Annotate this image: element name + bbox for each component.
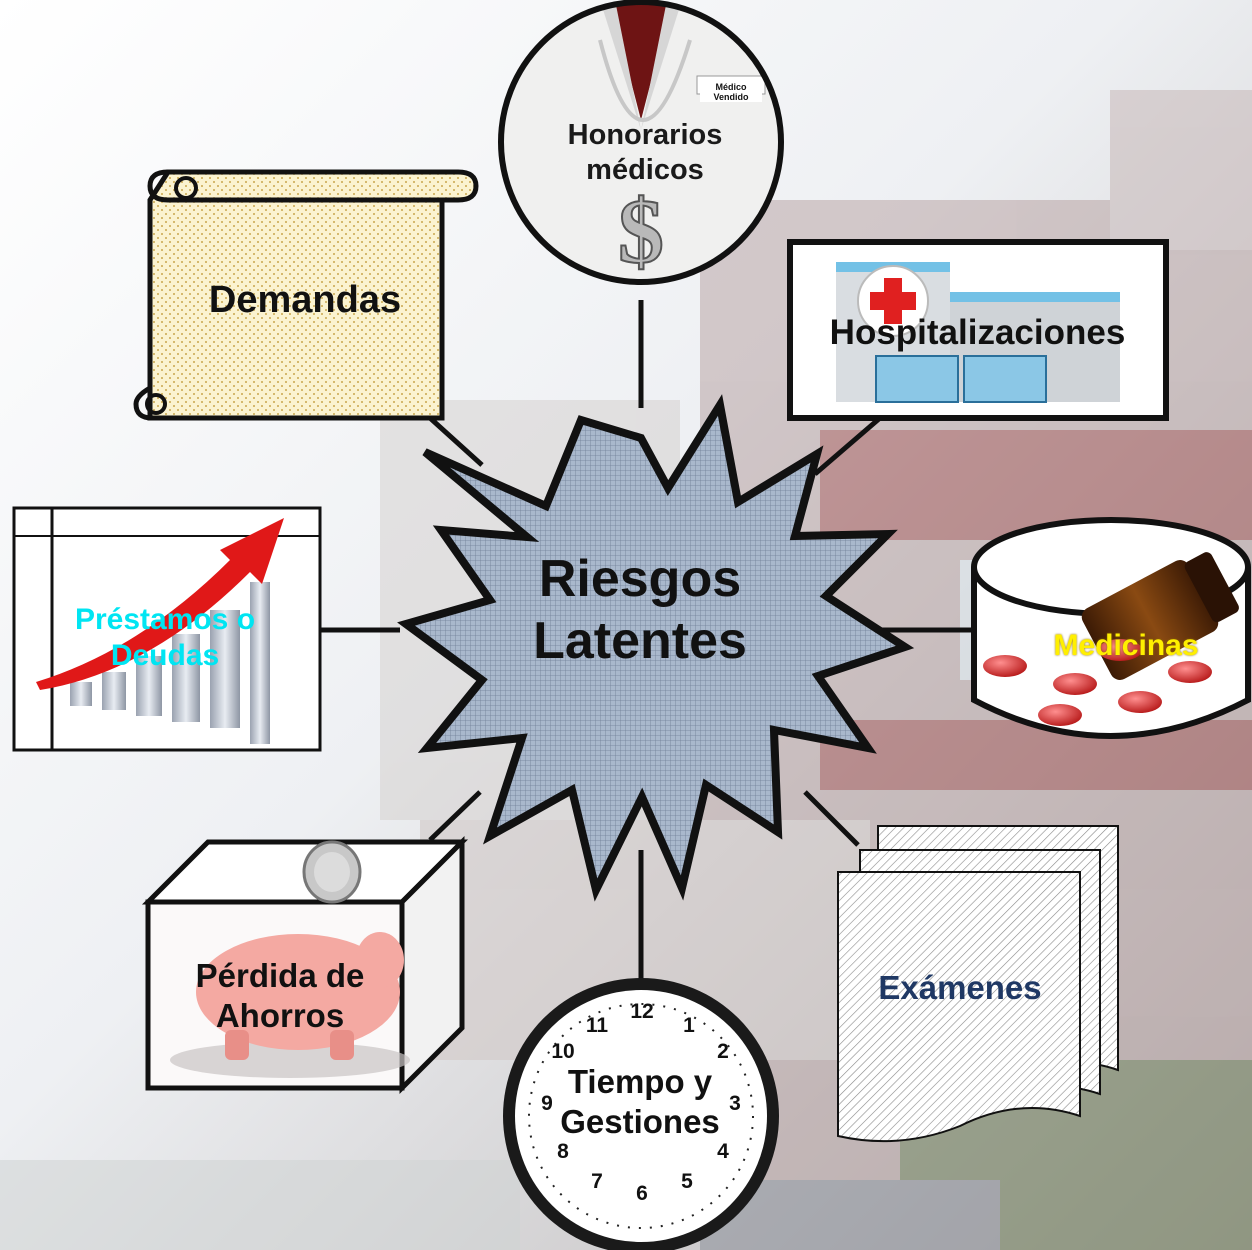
hospitalizaciones-label: Hospitalizaciones xyxy=(829,313,1126,352)
starburst xyxy=(397,394,915,902)
coin-icon xyxy=(302,840,362,904)
clock-number: 2 xyxy=(717,1040,729,1063)
demandas-label: Demandas xyxy=(208,279,402,321)
clock-number: 1 xyxy=(683,1014,695,1037)
prestamos-label: Préstamos o Deudas xyxy=(74,603,256,672)
clock-number: 9 xyxy=(541,1092,553,1115)
pill-bottle-icon xyxy=(971,517,1251,739)
document-stack-icon xyxy=(837,825,1119,1143)
clock-number: 5 xyxy=(681,1170,693,1193)
rising-arrow-chart-icon xyxy=(12,506,322,752)
red-cross-icon xyxy=(870,278,916,324)
clock-number: 12 xyxy=(630,1000,654,1023)
clock-number: 3 xyxy=(729,1092,741,1115)
clock-icon xyxy=(503,978,779,1250)
clock-number: 11 xyxy=(585,1014,609,1037)
ahorros-label: Pérdida de Ahorros xyxy=(195,957,365,1034)
clock-number: 6 xyxy=(636,1182,648,1205)
honorarios-label: Honorarios médicos xyxy=(567,119,723,186)
clock-number: 4 xyxy=(717,1140,729,1163)
honorarios-node: $ xyxy=(498,0,784,285)
center-label: Riesgos Latentes xyxy=(533,550,747,671)
dollar-pendant-icon: $ xyxy=(618,180,664,282)
clock-number: 10 xyxy=(551,1040,575,1063)
piggy-bank-icon xyxy=(141,835,469,1095)
scroll-icon xyxy=(133,169,479,421)
tiempo-label: Tiempo y Gestiones xyxy=(560,1063,720,1140)
clock-number: 8 xyxy=(557,1140,569,1163)
clock-number: 7 xyxy=(591,1170,603,1193)
name-badge: Médico Vendido xyxy=(700,82,762,102)
medicinas-label: Medicinas xyxy=(1053,629,1199,662)
hospital-building-icon xyxy=(787,239,1169,421)
examenes-label: Exámenes xyxy=(878,969,1042,1006)
